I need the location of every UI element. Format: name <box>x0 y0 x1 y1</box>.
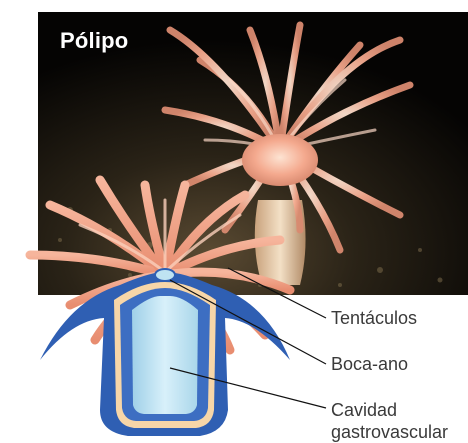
label-cavity-line1: Cavidad <box>331 399 448 421</box>
anemone-photo <box>38 12 468 295</box>
label-tentacles: Tentáculos <box>331 307 417 329</box>
title: Pólipo <box>60 28 128 54</box>
label-cavity: Cavidad gastrovascular <box>331 399 448 443</box>
label-cavity-line2: gastrovascular <box>331 421 448 443</box>
label-mouth: Boca-ano <box>331 353 408 375</box>
